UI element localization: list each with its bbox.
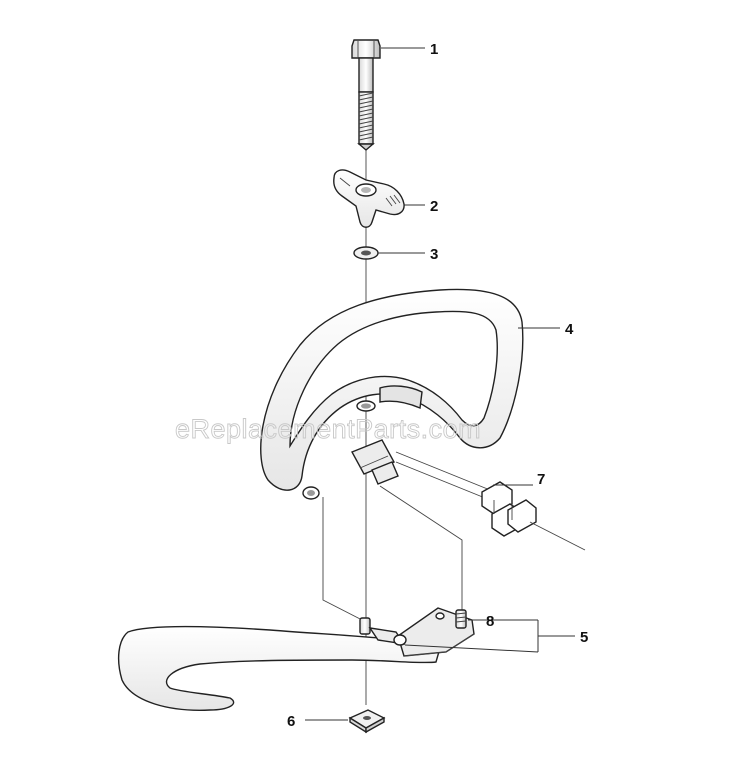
leader-lines	[305, 47, 575, 721]
part-2-wing-knob	[333, 169, 405, 228]
part-4-loop-handle	[260, 288, 524, 500]
callout-3: 3	[430, 246, 438, 263]
callout-8: 8	[486, 613, 494, 630]
part-6-square-nut	[348, 709, 386, 734]
callout-1: 1	[430, 41, 438, 58]
callout-5: 5	[580, 629, 588, 646]
callout-6: 6	[287, 713, 295, 730]
part-3-washer	[353, 246, 379, 260]
watermark-text: eReplacementParts.com	[175, 414, 481, 444]
callout-7: 7	[537, 471, 545, 488]
callout-4: 4	[565, 321, 574, 338]
part-5-lower-bar	[117, 607, 475, 711]
part-7-cable-clamp	[395, 451, 586, 551]
part-8-pins	[359, 609, 467, 646]
part-1-bolt	[351, 39, 381, 151]
assembly-guide-lines	[322, 485, 463, 623]
callout-2: 2	[430, 198, 438, 215]
